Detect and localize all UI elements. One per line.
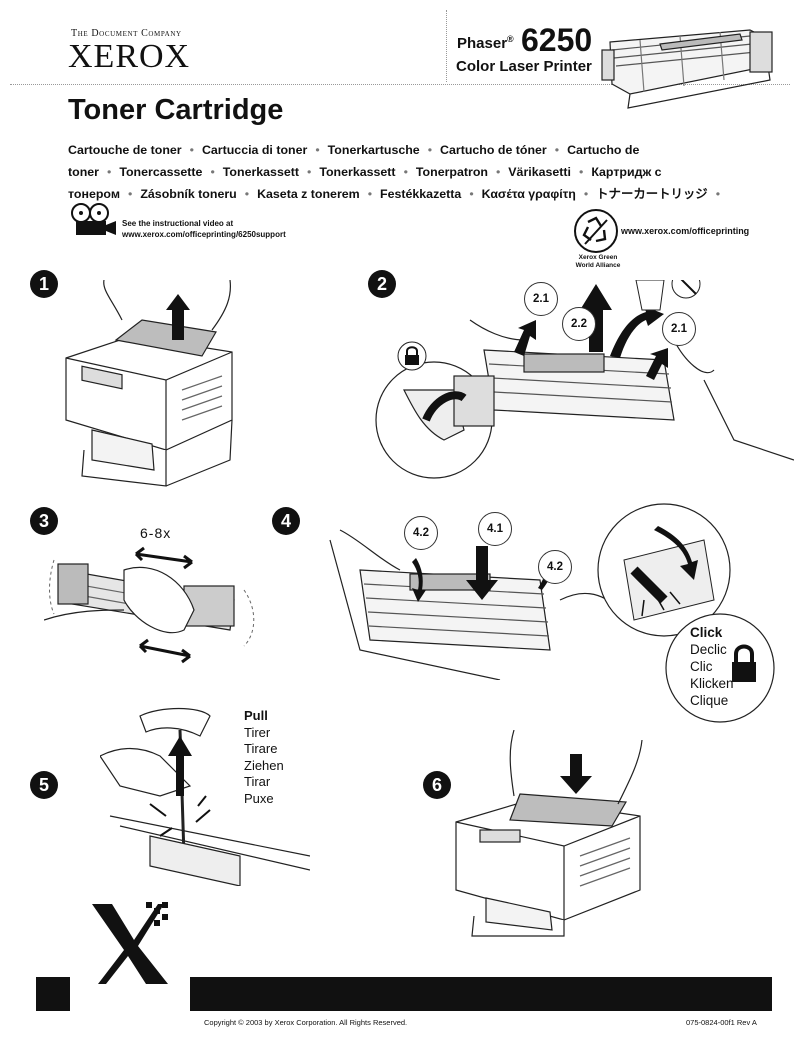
arrow-up-icon <box>166 294 190 340</box>
step6-close-cover-illustration <box>455 730 643 937</box>
bullet-separator: • <box>367 187 373 201</box>
bullet-separator: • <box>403 165 408 179</box>
footer-square <box>36 977 70 1011</box>
no-fire-icon <box>671 280 701 299</box>
click-word: Klicken <box>690 676 734 691</box>
lock-detail-illustration <box>597 503 731 637</box>
step-number-4: 4 <box>272 507 300 535</box>
bullet-separator: • <box>469 187 474 201</box>
header-rule <box>10 84 790 85</box>
translation-item: Zásobník toneru <box>140 187 237 201</box>
recycle-icon <box>574 209 618 253</box>
step-number-1: 1 <box>30 270 58 298</box>
translation-item: Картридж с тонером <box>68 165 662 201</box>
step-number-2: 2 <box>368 270 396 298</box>
bullet-separator: • <box>427 143 433 157</box>
translation-item: Kaseta z tonerem <box>257 187 360 201</box>
callout-2-1-left: 2.1 <box>524 282 558 316</box>
bullet-separator: • <box>715 187 721 201</box>
translation-item: Festékkazetta <box>380 187 462 201</box>
lock-icon <box>397 341 427 371</box>
website-url: www.xerox.com/officeprinting <box>621 226 750 236</box>
video-url: www.xerox.com/officeprinting/6250support <box>122 230 286 239</box>
bullet-separator: • <box>244 187 250 201</box>
step1-open-cover-illustration <box>65 280 233 487</box>
callout-2-2: 2.2 <box>562 307 596 341</box>
copyright: Copyright © 2003 by Xerox Corporation. A… <box>204 1018 408 1027</box>
translation-item: Cartuccia di toner <box>201 143 308 157</box>
pull-word: Ziehen <box>244 757 284 773</box>
translation-item: Tonerpatron <box>415 165 488 179</box>
translation-item: Κασέτα γραφίτη <box>481 187 576 201</box>
step3-shake-cartridge-illustration <box>44 546 255 664</box>
lock-icon <box>732 644 756 682</box>
step-number-5: 5 <box>30 771 58 799</box>
translation-item: Tonerkassett <box>222 165 299 179</box>
click-lock-badge <box>665 613 775 723</box>
arrow-down-icon <box>560 754 592 794</box>
step2-remove-cartridge-illustration <box>375 280 794 479</box>
pull-word: Tirare <box>244 741 278 756</box>
arrow-up-icon <box>168 736 192 796</box>
bullet-separator: • <box>106 165 112 179</box>
video-note: See the instructional video at www.xerox… <box>122 218 286 240</box>
bullet-separator: • <box>554 143 560 157</box>
bullet-separator: • <box>210 165 215 179</box>
bullet-separator: • <box>307 165 312 179</box>
footer-bar <box>190 977 772 1011</box>
product-subtitle: Color Laser Printer <box>456 58 592 75</box>
video-note-line1: See the instructional video at <box>122 219 234 228</box>
header-divider <box>446 10 447 82</box>
arrow-down-icon <box>466 546 498 600</box>
click-word: Clic <box>690 659 713 674</box>
translation-item: Cartucho de tóner <box>440 143 547 157</box>
bullet-separator: • <box>578 165 584 179</box>
pull-word: Tirar <box>244 774 271 789</box>
translation-item: Cartouche de toner <box>68 143 182 157</box>
pull-word: Tirer <box>244 724 271 740</box>
product-name: Phaser® <box>457 34 514 52</box>
product-model: 6250 <box>521 22 593 58</box>
callout-4-1: 4.1 <box>478 512 512 546</box>
translation-item: Värikasetti <box>508 165 571 179</box>
click-word: Click <box>690 625 723 640</box>
pull-word: Puxe <box>244 790 274 806</box>
translation-item: Cartucho de toner <box>68 143 640 179</box>
step-number-3: 3 <box>30 507 58 535</box>
step4-insert-cartridge-illustration <box>329 529 620 680</box>
arrow-up-icon <box>580 284 612 352</box>
bullet-separator: • <box>315 143 320 157</box>
toner-cartridge-illustration <box>601 29 773 109</box>
bullet-separator: • <box>128 187 133 201</box>
xerox-logo: XEROX <box>68 38 191 75</box>
translation-item: Tonerkartusche <box>327 143 420 157</box>
company-tagline: The Document Company <box>71 28 182 39</box>
video-projector-icon <box>71 203 116 235</box>
callout-4-2-right: 4.2 <box>538 550 572 584</box>
click-word: Clique <box>690 693 729 708</box>
translation-item: Tonercassette <box>119 165 203 179</box>
step-number-6: 6 <box>423 771 451 799</box>
bullet-separator: • <box>583 187 589 201</box>
click-word: Declic <box>690 642 727 657</box>
translation-item: Tonerkassett <box>319 165 396 179</box>
shake-count: 6-8x <box>140 525 172 541</box>
callout-4-2-left: 4.2 <box>404 516 438 550</box>
document-number: 075-0824-00f1 Rev A <box>686 1018 757 1027</box>
xerox-x-logo <box>92 902 168 984</box>
step5-pull-seal-illustration <box>100 707 310 886</box>
translation-item: トナーカートリッジ <box>596 187 708 201</box>
bullet-separator: • <box>189 143 194 157</box>
pull-word: Pull <box>244 708 268 723</box>
page-title: Toner Cartridge <box>68 94 284 126</box>
bullet-separator: • <box>495 165 501 179</box>
title-translations: Cartouche de toner • Cartuccia di toner • To… <box>68 139 774 205</box>
callout-2-1-right: 2.1 <box>662 312 696 346</box>
